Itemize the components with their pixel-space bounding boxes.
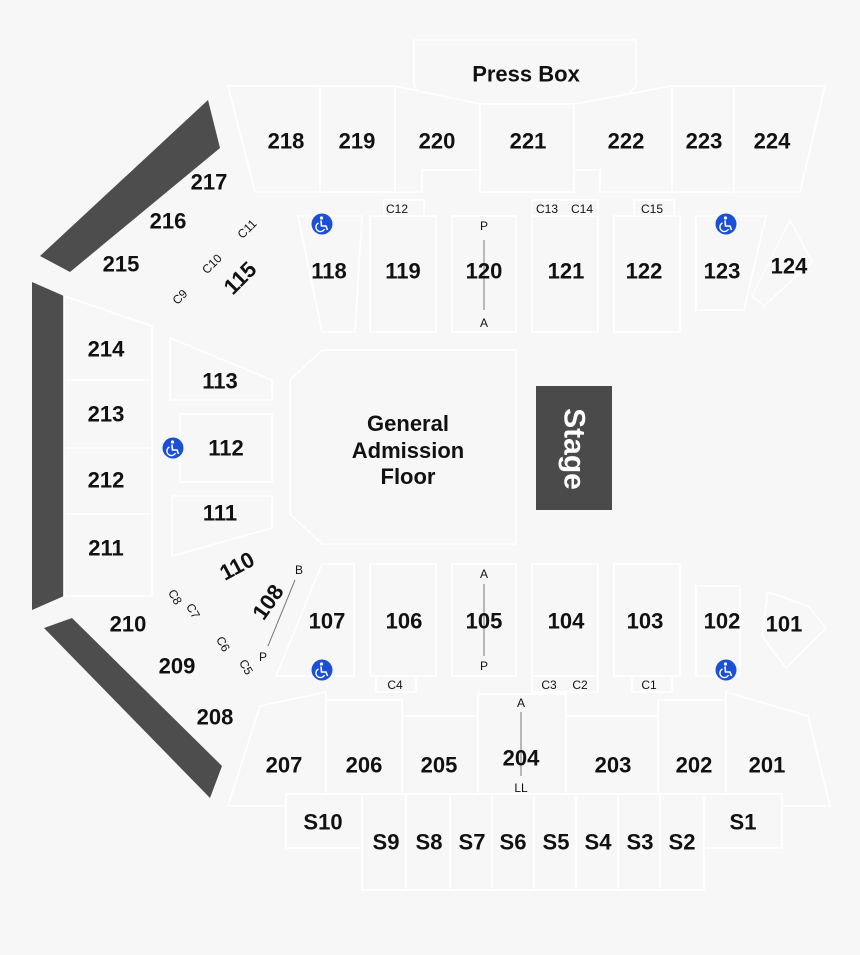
section-104[interactable]: 104 [548, 609, 585, 634]
stage [536, 386, 612, 510]
section-213[interactable]: 213 [88, 402, 125, 427]
row-marker-s108_bottom: P [259, 650, 267, 664]
section-102[interactable]: 102 [704, 609, 741, 634]
cabin-C7[interactable]: C7 [183, 601, 203, 622]
section-124[interactable]: 124 [771, 254, 808, 279]
stage-label: Stage [558, 408, 591, 490]
section-110[interactable]: 110 [215, 547, 258, 586]
suite-S2[interactable]: S2 [669, 830, 696, 855]
cabin-C5[interactable]: C5 [236, 657, 256, 678]
cabin-C15[interactable]: C15 [641, 202, 663, 216]
section-111[interactable]: 111 [203, 501, 237, 526]
section-108[interactable]: 108 [247, 580, 289, 624]
wall-upper-left [40, 100, 220, 272]
section-217[interactable]: 217 [191, 170, 228, 195]
section-219[interactable]: 219 [339, 129, 376, 154]
section-224[interactable]: 224 [754, 129, 791, 154]
section-119[interactable]: 119 [385, 259, 421, 284]
section-218[interactable]: 218 [268, 129, 305, 154]
wall-left [32, 282, 64, 610]
section-outlines [63, 39, 832, 891]
cabin-C10[interactable]: C10 [199, 251, 225, 277]
wheelchair-icon [311, 659, 333, 681]
suite-S7[interactable]: S7 [459, 830, 486, 855]
section-210[interactable]: 210 [110, 612, 147, 637]
wheelchair-icon [715, 659, 737, 681]
section-106[interactable]: 106 [386, 609, 423, 634]
section-211[interactable]: 211 [88, 536, 124, 561]
wheelchair-icon [715, 213, 737, 235]
section-216[interactable]: 216 [150, 209, 187, 234]
row-marker-s105_top: A [480, 567, 488, 581]
section-113[interactable]: 113 [202, 369, 238, 394]
section-215[interactable]: 215 [103, 252, 140, 277]
section-204[interactable]: 204 [503, 746, 540, 771]
suite-S8[interactable]: S8 [416, 830, 443, 855]
suite-S10[interactable]: S10 [303, 810, 342, 835]
suite-S5[interactable]: S5 [543, 830, 570, 855]
section-223[interactable]: 223 [686, 129, 723, 154]
cabin-C9[interactable]: C9 [170, 286, 191, 307]
section-115[interactable]: 115 [219, 257, 262, 300]
cabin-C12[interactable]: C12 [386, 202, 408, 216]
section-201[interactable]: 201 [749, 753, 786, 778]
floor-label-3: Floor [381, 464, 436, 489]
cabin-C1[interactable]: C1 [641, 678, 657, 692]
section-222[interactable]: 222 [608, 129, 645, 154]
section-120[interactable]: 120 [466, 259, 503, 284]
row-marker-s105_bottom: P [480, 659, 488, 673]
cabin-C11[interactable]: C11 [235, 216, 260, 241]
section-220[interactable]: 220 [419, 129, 456, 154]
row-marker-s108_top: B [295, 563, 303, 577]
wheelchair-icon [162, 437, 184, 459]
row-marker-s120_top: P [480, 219, 488, 233]
wheelchair-icon [311, 213, 333, 235]
row-marker-s120_bottom: A [480, 316, 488, 330]
section-212[interactable]: 212 [88, 468, 125, 493]
section-121[interactable]: 121 [548, 259, 585, 284]
section-221[interactable]: 221 [510, 129, 547, 154]
suite-S3[interactable]: S3 [627, 830, 654, 855]
suite-S1[interactable]: S1 [730, 810, 757, 835]
section-208[interactable]: 208 [197, 705, 234, 730]
suite-S6[interactable]: S6 [500, 830, 527, 855]
section-118[interactable]: 118 [311, 259, 347, 284]
section-205[interactable]: 205 [421, 753, 458, 778]
section-203[interactable]: 203 [595, 753, 632, 778]
section-107[interactable]: 107 [309, 609, 346, 634]
section-202[interactable]: 202 [676, 753, 713, 778]
section-101[interactable]: 101 [766, 612, 803, 637]
section-123[interactable]: 123 [704, 259, 741, 284]
cabin-C2[interactable]: C2 [572, 678, 588, 692]
row-marker-s204_bottom: LL [514, 781, 528, 795]
section-214[interactable]: 214 [88, 337, 125, 362]
cabin-C14[interactable]: C14 [571, 202, 593, 216]
cabin-C8[interactable]: C8 [165, 587, 185, 608]
section-112[interactable]: 112 [208, 436, 244, 461]
section-209[interactable]: 209 [159, 654, 196, 679]
cabin-C3[interactable]: C3 [541, 678, 557, 692]
cabin-C13[interactable]: C13 [536, 202, 558, 216]
suite-S4[interactable]: S4 [585, 830, 613, 855]
cabin-C4[interactable]: C4 [387, 678, 403, 692]
wall-lower-left [44, 618, 222, 798]
section-105[interactable]: 105 [466, 609, 503, 634]
section-103[interactable]: 103 [627, 609, 664, 634]
press-box-label: Press Box [472, 62, 580, 87]
floor-label-2: Admission [352, 438, 464, 463]
section-206[interactable]: 206 [346, 753, 383, 778]
cabin-C6[interactable]: C6 [213, 634, 233, 655]
section-122[interactable]: 122 [626, 259, 663, 284]
floor-label-1: General [367, 411, 449, 436]
row-marker-s204_top: A [517, 696, 525, 710]
section-207[interactable]: 207 [266, 753, 303, 778]
suite-S9[interactable]: S9 [373, 830, 400, 855]
